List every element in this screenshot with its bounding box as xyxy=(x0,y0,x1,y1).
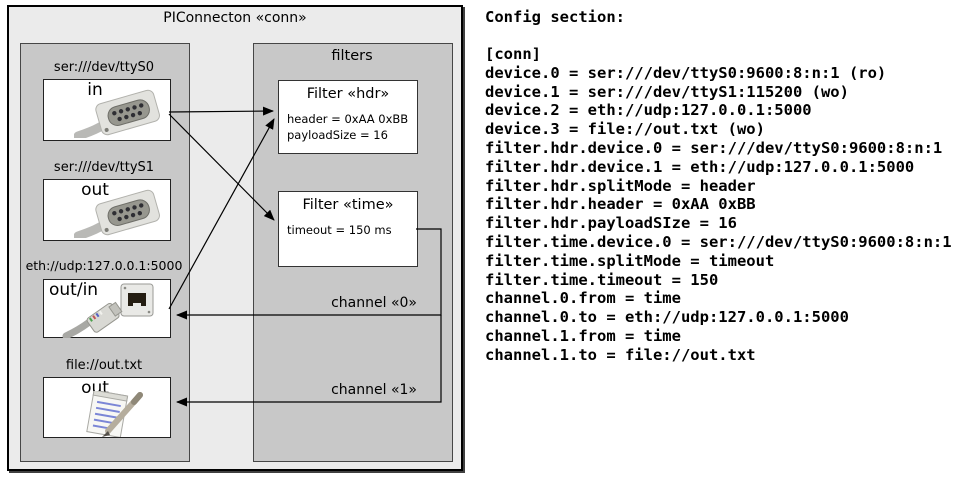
ethernet-plug-icon xyxy=(62,301,123,338)
config-line: [conn] xyxy=(485,45,541,63)
config-line: device.3 = file://out.txt (wo) xyxy=(485,120,765,139)
filter-attribute: header = 0xAA 0xBB xyxy=(287,112,409,126)
device-direction: out/in xyxy=(49,280,99,300)
device-box-file: out xyxy=(43,377,171,438)
config-line: device.0 = ser:///dev/ttyS0:9600:8:n:1 (… xyxy=(485,63,887,82)
config-line: channel.0.from = time xyxy=(485,289,681,308)
config-line: filter.time.timeout = 150 xyxy=(485,270,719,289)
config-line: filter.hdr.payloadSIze = 16 xyxy=(485,214,737,233)
filter-title: Filter «time» xyxy=(302,197,394,213)
channel-1-label: channel «1» xyxy=(331,382,417,398)
filters-panel-title: filters xyxy=(331,48,373,64)
config-line: channel.0.to = eth://udp:127.0.0.1:5000 xyxy=(485,308,849,327)
diagram-title: PIConnecton «conn» xyxy=(163,10,307,26)
config-line: filter.hdr.header = 0xAA 0xBB xyxy=(485,195,756,214)
device-label-ser1: ser:///dev/ttyS1 xyxy=(53,160,155,175)
config-line: filter.time.splitMode = timeout xyxy=(485,251,775,270)
serial-connector-icon xyxy=(74,89,160,138)
serial-connector-icon xyxy=(74,189,160,238)
device-box-ser1: out xyxy=(43,179,171,241)
config-line: filter.time.device.0 = ser:///dev/ttyS0:… xyxy=(485,232,952,251)
device-label-eth: eth://udp:127.0.0.1:5000 xyxy=(25,258,183,273)
config-line: filter.hdr.device.0 = ser:///dev/ttyS0:9… xyxy=(485,138,943,157)
device-box-eth: out/in xyxy=(43,279,171,338)
config-line: filter.hdr.device.1 = eth://udp:127.0.0.… xyxy=(485,157,915,176)
filter-box-hdr: Filter «hdr» header = 0xAA 0xBB payloadS… xyxy=(278,80,418,154)
config-line: channel.1.to = file://out.txt xyxy=(485,345,756,364)
device-label-file: file://out.txt xyxy=(65,358,143,373)
config-line: channel.1.from = time xyxy=(485,326,681,345)
device-direction: out xyxy=(81,180,109,200)
filter-title: Filter «hdr» xyxy=(306,86,390,102)
config-line: filter.hdr.splitMode = header xyxy=(485,176,756,195)
config-section: Config section: [conn] device.0 = ser://… xyxy=(485,0,964,484)
channel-0-label: channel «0» xyxy=(331,295,417,311)
filter-attribute: timeout = 150 ms xyxy=(287,223,392,237)
device-direction: in xyxy=(87,80,103,100)
filter-attribute: payloadSize = 16 xyxy=(287,128,388,142)
config-line: device.1 = ser:///dev/ttyS1:115200 (wo) xyxy=(485,82,849,101)
filter-box-time: Filter «time» timeout = 150 ms xyxy=(278,191,418,267)
config-line: device.2 = eth://udp:127.0.0.1:5000 xyxy=(485,101,812,120)
device-label-ser0: ser:///dev/ttyS0 xyxy=(53,60,155,75)
config-heading: Config section: xyxy=(485,8,625,26)
ethernet-port-icon xyxy=(120,283,154,317)
notepad-pencil-icon xyxy=(86,391,143,437)
device-box-ser0: in xyxy=(43,79,171,141)
config-lines: [conn] device.0 = ser:///dev/ttyS0:9600:… xyxy=(485,45,964,365)
